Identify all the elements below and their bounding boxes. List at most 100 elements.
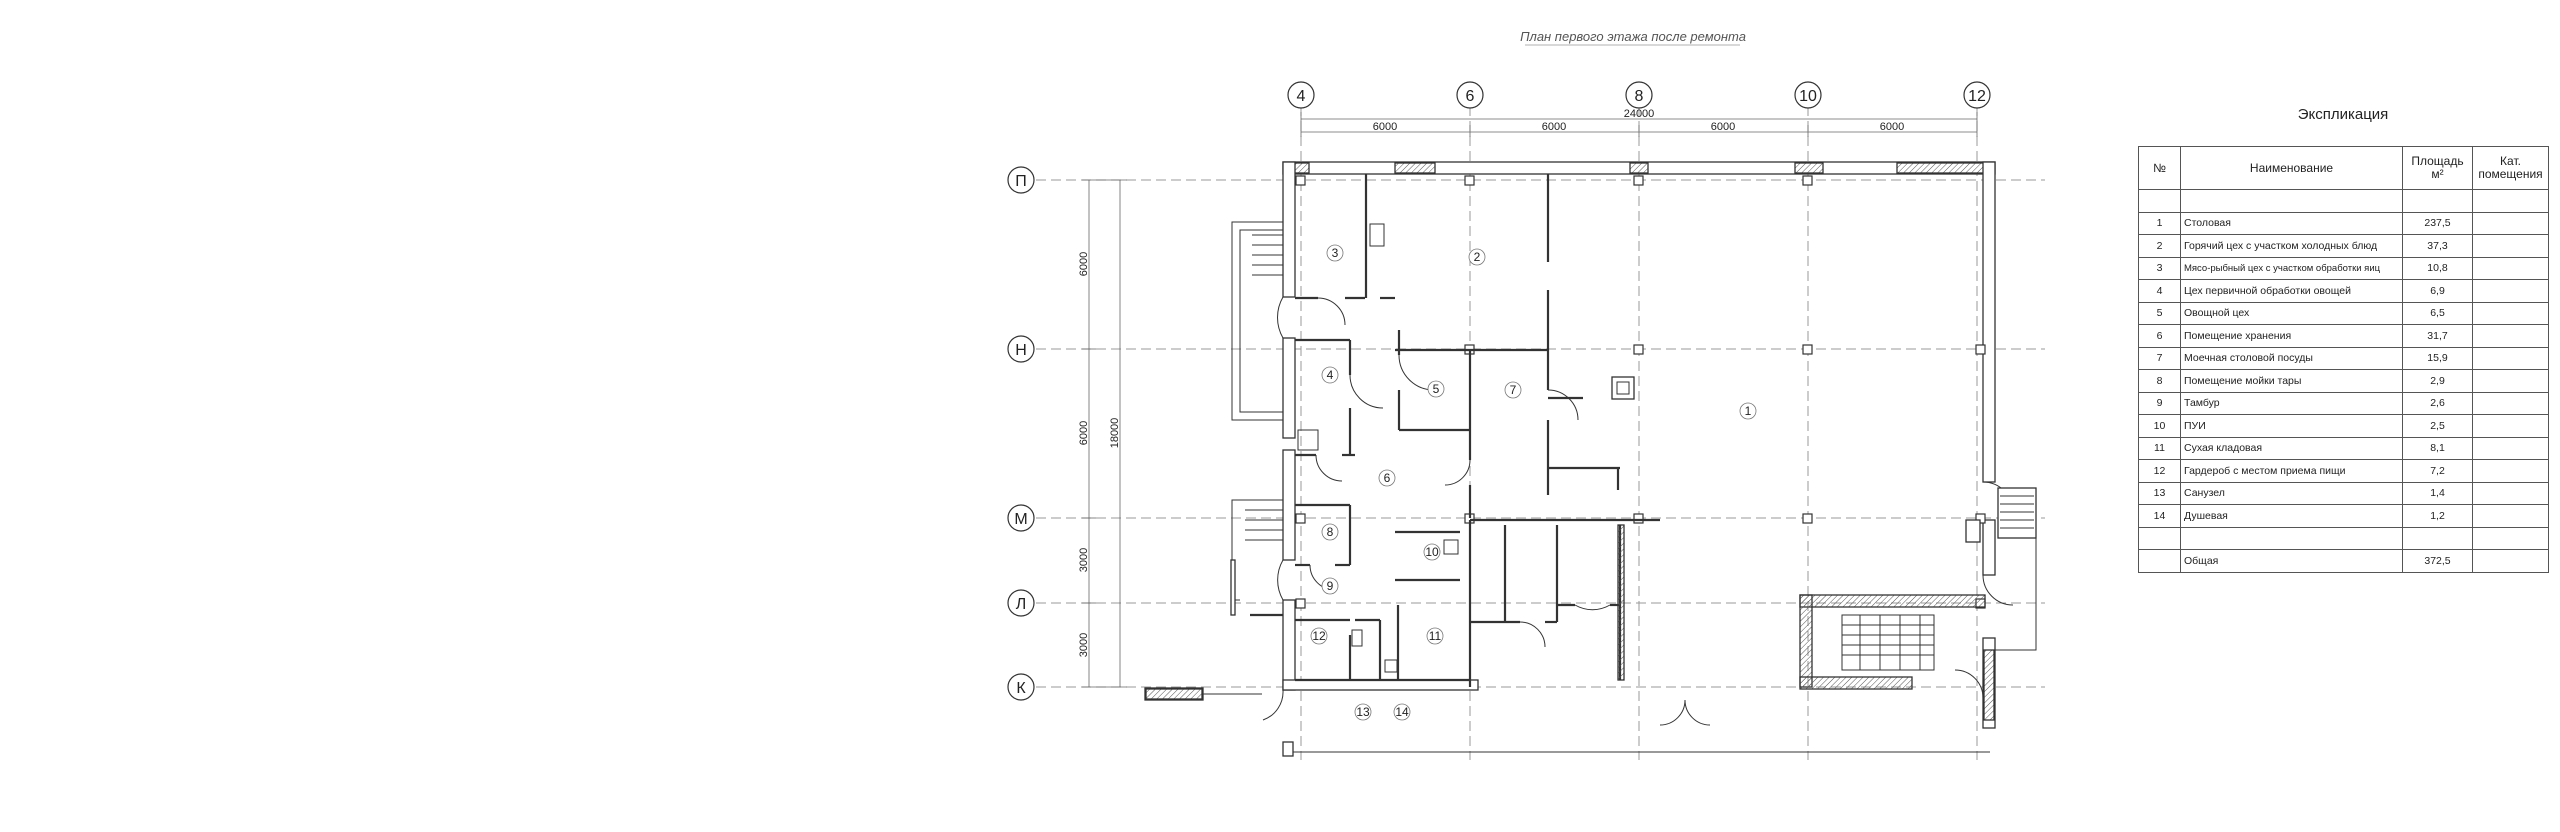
column (1295, 175, 1306, 186)
cell-name: Столовая (2180, 211, 2403, 235)
room-number: 7 (1510, 383, 1517, 397)
column (1802, 513, 1813, 524)
room-number: 13 (1356, 705, 1370, 719)
axis-label: Л (1016, 596, 1027, 613)
door-swing (1277, 296, 1284, 339)
span-dimension: 6000 (1078, 252, 1090, 276)
cell-area: 237,5 (2402, 211, 2473, 235)
cell-category (2472, 234, 2549, 258)
column (1633, 344, 1644, 355)
wall-hatch (1794, 162, 1824, 174)
stair-outline (1995, 538, 2037, 651)
door-swing (1519, 621, 1546, 648)
header-category: Кат. помещения (2472, 146, 2549, 190)
room-number: 12 (1312, 629, 1326, 643)
cell-number: 14 (2138, 504, 2181, 528)
room-number-marker (1739, 402, 1757, 420)
cell-name (2180, 189, 2403, 213)
span-dimension: 6000 (1711, 121, 1735, 133)
axis-label: К (1016, 680, 1026, 697)
column (1295, 513, 1306, 524)
west-wall (1282, 599, 1296, 691)
header-area: Площадь м² (2402, 146, 2473, 190)
cell-number: 12 (2138, 459, 2181, 483)
door-swing (1684, 699, 1711, 726)
stair-outline (1231, 499, 1283, 601)
cell-category (2472, 504, 2549, 528)
axis-bubbles-left: П Н М Л К (1007, 166, 1035, 701)
cell-category (2472, 256, 2549, 280)
room-number-marker (1393, 703, 1411, 721)
axis-label: П (1015, 173, 1027, 190)
cell-number: 11 (2138, 436, 2181, 460)
stairwell (1799, 594, 1986, 690)
span-dimension: 6000 (1542, 121, 1566, 133)
total-dimension: 18000 (1109, 418, 1121, 449)
shaft-inner (1616, 381, 1630, 395)
room-number-marker (1426, 627, 1444, 645)
cell-name: Горячий цех с участком холодных блюд (2180, 234, 2403, 258)
cell-category (2472, 391, 2549, 415)
axis-label: Н (1015, 342, 1027, 359)
grid-axes-vertical (1300, 106, 1978, 760)
wall-hatch (1394, 162, 1436, 174)
toilet (1351, 629, 1363, 647)
dimension-chain-left: 6000 6000 3000 3000 18000 (1078, 179, 1127, 688)
axis-bubble (1007, 589, 1035, 617)
axis-label: 6 (1466, 88, 1475, 105)
room-number: 11 (1429, 629, 1442, 643)
axis-bubble (1794, 81, 1822, 109)
cell-area: 8,1 (2402, 436, 2473, 460)
cell-category (2472, 526, 2549, 550)
room-number: 1 (1745, 404, 1752, 418)
door-swing (1262, 689, 1284, 721)
cell-name: ПУИ (2180, 414, 2403, 438)
ramp-rail (1230, 559, 1236, 616)
cell-number: 9 (2138, 391, 2181, 415)
axis-label: 4 (1297, 88, 1306, 105)
cell-area: 1,2 (2402, 504, 2473, 528)
door-swing (1954, 669, 1984, 699)
west-wall (1282, 337, 1296, 439)
cell-name: Помещение мойки тары (2180, 369, 2403, 393)
room-number: 10 (1425, 545, 1439, 559)
room-number: 3 (1332, 246, 1339, 260)
room-number: 4 (1327, 368, 1334, 382)
column (1464, 175, 1475, 186)
cell-number: 7 (2138, 346, 2181, 370)
cell-category (2472, 346, 2549, 370)
cell-number: 3 (2138, 256, 2181, 280)
header-number: № (2138, 146, 2181, 190)
explication-title: Экспликация (2297, 106, 2389, 123)
span-dimension: 6000 (1373, 121, 1397, 133)
cell-number: 4 (2138, 279, 2181, 303)
cell-name: Сухая кладовая (2180, 436, 2403, 460)
cell-category (2472, 189, 2549, 213)
column (1633, 175, 1644, 186)
door-swing (1315, 454, 1343, 482)
column (1802, 344, 1813, 355)
door-swing (1444, 459, 1471, 486)
cell-category (2472, 369, 2549, 393)
span-dimension: 3000 (1078, 548, 1090, 572)
room-number-marker (1378, 469, 1396, 487)
door-swing (1277, 559, 1284, 601)
wall-hatch (1983, 649, 1995, 721)
cell-category (2472, 211, 2549, 235)
cell-number: 2 (2138, 234, 2181, 258)
cell-name: Цех первичной обработки овощей (2180, 279, 2403, 303)
cell-category (2472, 459, 2549, 483)
room-number: 2 (1474, 250, 1481, 264)
cell-name: Санузел (2180, 481, 2403, 505)
axis-label: 8 (1635, 88, 1644, 105)
cell-area: 2,9 (2402, 369, 2473, 393)
